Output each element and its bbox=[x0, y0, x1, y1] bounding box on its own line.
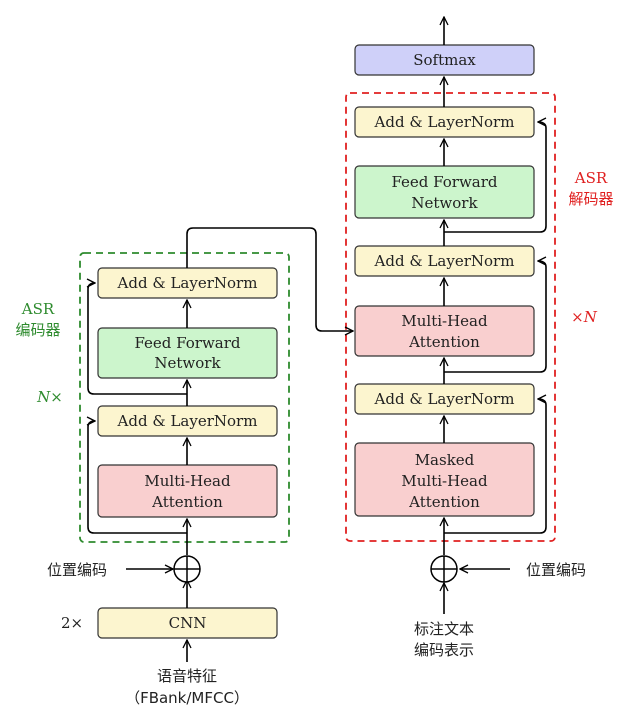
decoder-mha-label-1: Multi-Head bbox=[401, 312, 488, 330]
decoder-title-line2: 解码器 bbox=[568, 190, 613, 208]
encoder-arrows bbox=[88, 227, 353, 662]
decoder-mha-label-2: Attention bbox=[408, 333, 480, 351]
encoder-mha-label-2: Attention bbox=[151, 493, 223, 511]
decoder-add-norm-top-label: Add & LayerNorm bbox=[374, 113, 515, 131]
encoder-title-line2: 编码器 bbox=[15, 321, 60, 339]
decoder-input-line1: 标注文本 bbox=[414, 620, 474, 638]
encoder-cnn-label: CNN bbox=[169, 614, 207, 632]
encoder-repeat-label: N× bbox=[36, 388, 63, 406]
encoder-add-norm-top-label: Add & LayerNorm bbox=[117, 274, 258, 292]
decoder-add-norm-bottom-label: Add & LayerNorm bbox=[374, 390, 515, 408]
decoder-add-norm-mid-label: Add & LayerNorm bbox=[374, 252, 515, 270]
encoder-frame bbox=[79, 252, 290, 543]
decoder-ffn-label-1: Feed Forward bbox=[391, 173, 497, 191]
encoder-ffn-label-1: Feed Forward bbox=[134, 334, 240, 352]
decoder-frame bbox=[345, 92, 556, 542]
decoder-masked-label-2: Multi-Head bbox=[401, 472, 488, 490]
encoder-mha-label-1: Multi-Head bbox=[144, 472, 231, 490]
decoder-ffn-label-2: Network bbox=[411, 194, 478, 212]
decoder-repeat-label: ×N bbox=[571, 308, 598, 326]
decoder-arrows bbox=[444, 17, 547, 614]
decoder-input-line2: 编码表示 bbox=[414, 641, 474, 659]
encoder-title-line1: ASR bbox=[21, 300, 55, 318]
decoder-masked-label-1: Masked bbox=[415, 451, 475, 469]
decoder-masked-label-3: Attention bbox=[408, 493, 480, 511]
cnn-repeat-label: 2× bbox=[61, 614, 83, 632]
decoder-softmax-label: Softmax bbox=[413, 51, 476, 69]
encoder-input-line2: （FBank/MFCC） bbox=[125, 689, 249, 707]
encoder-add-norm-bottom-label: Add & LayerNorm bbox=[117, 412, 258, 430]
encoder-input-line1: 语音特征 bbox=[157, 667, 217, 685]
decoder-plus-node bbox=[430, 555, 458, 583]
encoder-plus-node bbox=[173, 555, 201, 583]
decoder-position-encoding-label: 位置编码 bbox=[526, 561, 586, 579]
encoder-ffn-label-2: Network bbox=[154, 354, 221, 372]
decoder-title-line1: ASR bbox=[574, 169, 608, 187]
encoder-position-encoding-label: 位置编码 bbox=[47, 561, 107, 579]
